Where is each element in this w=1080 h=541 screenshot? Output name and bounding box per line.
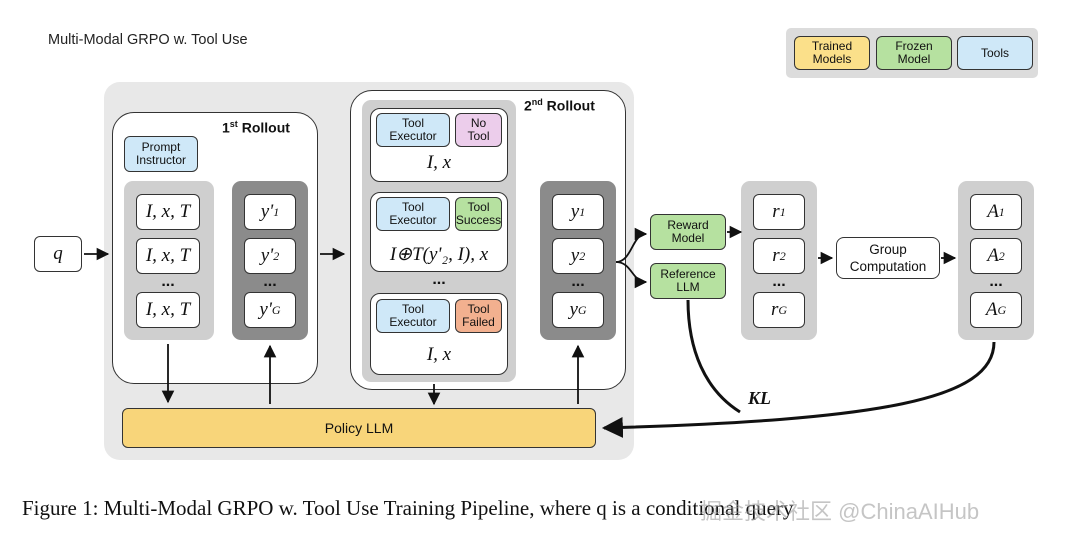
second-rollout-heading-text: Rollout <box>542 97 595 114</box>
second-output-2-base: y <box>570 245 580 266</box>
first-output-1-base: y' <box>260 201 274 222</box>
tool-executor-box-3: Tool Executor <box>376 299 450 333</box>
reward-1-base: r <box>772 201 780 222</box>
kl-label: KL <box>748 388 772 408</box>
first-output-cell-2: y'2 <box>244 238 296 274</box>
reward-2-base: r <box>772 245 780 266</box>
second-output-2-sub: 2 <box>579 248 586 263</box>
tool-executor-box-1: Tool Executor <box>376 113 450 147</box>
input-cell-g: I, x, T <box>136 292 200 328</box>
second-rollout-heading-num: 2 <box>524 97 532 114</box>
legend: Trained Models Frozen Model Tools <box>786 28 1038 78</box>
second-rollout-heading: 2nd Rollout <box>524 97 595 114</box>
legend-frozen-model: Frozen Model <box>876 36 952 70</box>
query-label: q <box>53 243 63 264</box>
second-output-1-base: y <box>570 201 580 222</box>
reward-model-box: Reward Model <box>650 214 726 250</box>
diagram-title: Multi-Modal GRPO w. Tool Use <box>48 32 248 48</box>
kl-curve <box>686 299 741 414</box>
input-cell-2-label: I, x, T <box>145 245 191 266</box>
first-rollout-heading-text: Rollout <box>237 119 290 136</box>
first-output-ellipsis: ... <box>263 273 277 290</box>
figure-caption: Figure 1: Multi-Modal GRPO w. Tool Use T… <box>22 496 794 520</box>
watermark-text: 掘金技术社区 @ChinaAIHub <box>700 499 980 524</box>
second-output-g-base: y <box>569 299 578 320</box>
legend-tools: Tools <box>957 36 1033 70</box>
advantage-1-sub: 1 <box>998 204 1005 219</box>
first-output-g-sub: G <box>271 302 281 317</box>
second-output-1-sub: 1 <box>579 204 586 219</box>
input-ellipsis: ... <box>161 273 175 290</box>
no-tool-box: No Tool <box>455 113 502 147</box>
input-cell-g-label: I, x, T <box>145 299 191 320</box>
case-2-formula: I⊕T(y'₂, I), x <box>389 244 489 265</box>
first-output-g-base: y' <box>259 299 272 320</box>
tool-success-box: Tool Success <box>455 197 502 231</box>
advantage-2-base: A <box>987 245 999 266</box>
prompt-instructor-box: Prompt Instructor <box>124 136 198 172</box>
reward-2-sub: 2 <box>779 248 786 263</box>
second-rollout-heading-sup: nd <box>531 97 543 107</box>
query-box: q <box>34 236 82 272</box>
case-3-formula: I, x <box>426 344 452 365</box>
advantage-g-base: A <box>985 299 998 320</box>
advantage-g-sub: G <box>997 302 1007 317</box>
reward-g-base: r <box>770 299 779 320</box>
input-cell-2: I, x, T <box>136 238 200 274</box>
tool-executor-box-2: Tool Executor <box>376 197 450 231</box>
advantage-ellipsis: ... <box>989 273 1003 290</box>
input-cell-1-label: I, x, T <box>145 201 191 222</box>
first-rollout-heading: 1st Rollout <box>222 119 290 136</box>
reward-1-sub: 1 <box>779 204 786 219</box>
advantage-1-base: A <box>987 201 999 222</box>
first-rollout-heading-num: 1 <box>222 119 230 136</box>
arrow-to-reward-model <box>615 227 648 263</box>
first-output-cell-1: y'1 <box>244 194 296 230</box>
tool-failed-box: Tool Failed <box>455 299 502 333</box>
reward-g-sub: G <box>778 302 788 317</box>
legend-trained-models: Trained Models <box>794 36 870 70</box>
advantage-2-sub: 2 <box>998 248 1005 263</box>
advantage-feedback-curve <box>601 341 996 438</box>
group-computation-box: Group Computation <box>836 237 940 279</box>
first-output-2-sub: 2 <box>273 248 280 263</box>
first-output-2-base: y' <box>260 245 274 266</box>
second-output-ellipsis: ... <box>571 273 585 290</box>
policy-llm-label: Policy LLM <box>324 420 394 436</box>
input-cell-1: I, x, T <box>136 194 200 230</box>
first-output-cell-g: y'G <box>244 292 296 328</box>
first-output-1-sub: 1 <box>273 204 280 219</box>
first-rollout-heading-sup: st <box>229 119 238 129</box>
tool-case-ellipsis: ... <box>432 271 446 288</box>
reward-ellipsis: ... <box>772 273 786 290</box>
reference-llm-box: Reference LLM <box>650 263 726 299</box>
arrow-to-reference-llm <box>615 261 648 289</box>
policy-llm-box: Policy LLM <box>122 408 596 448</box>
second-output-g-sub: G <box>577 302 587 317</box>
case-1-formula: I, x <box>426 152 452 173</box>
